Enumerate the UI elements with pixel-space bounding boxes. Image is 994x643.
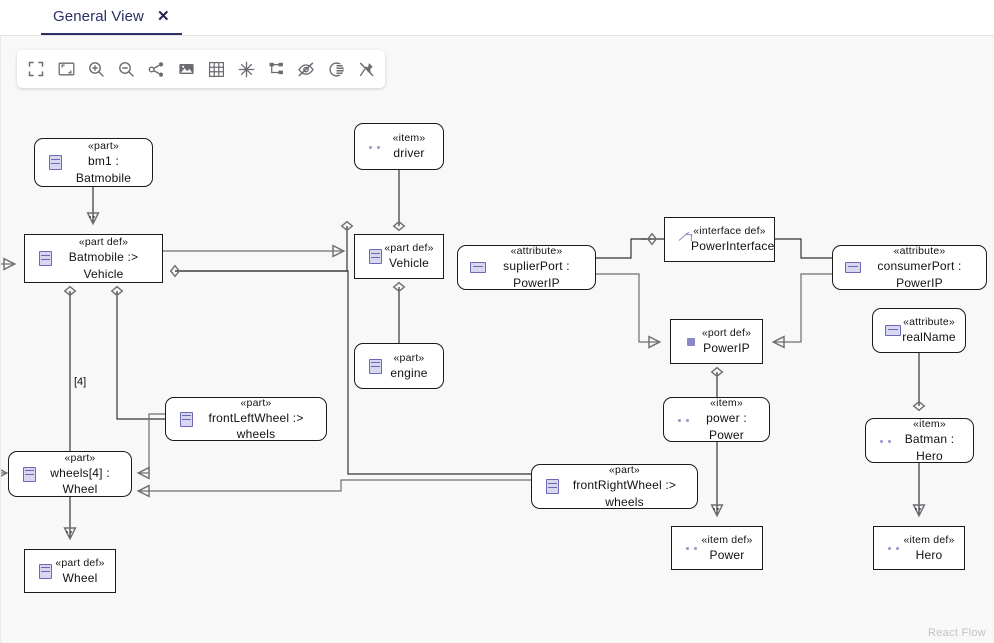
node-engine[interactable]: «part» engine xyxy=(354,343,444,389)
node-name: Batman : Hero xyxy=(904,432,955,463)
node-stereotype: «interface def» xyxy=(693,225,766,238)
attribute-icon xyxy=(885,323,901,339)
node-name: PowerIP xyxy=(703,341,750,356)
edge-label-wheels-multiplicity: [4] xyxy=(74,376,87,388)
node-realname[interactable]: «attribute» realName xyxy=(872,308,966,353)
part-icon xyxy=(21,466,37,482)
zoom-out-icon[interactable] xyxy=(111,54,141,84)
node-stereotype: «part» xyxy=(64,451,96,464)
item-icon xyxy=(878,433,894,449)
node-front-right-wheel[interactable]: «part» frontRightWheel :> wheels xyxy=(531,464,698,509)
node-stereotype: «attribute» xyxy=(893,245,946,258)
layout-tree-icon[interactable] xyxy=(261,54,291,84)
node-name: Wheel xyxy=(62,570,98,585)
share-icon[interactable] xyxy=(141,54,171,84)
node-wheel-def[interactable]: «part def» Wheel xyxy=(24,549,116,593)
attribute-icon xyxy=(470,260,486,276)
close-icon[interactable]: ✕ xyxy=(156,8,170,25)
node-stereotype: «attribute» xyxy=(903,316,955,329)
node-wheels[interactable]: «part» wheels[4] : Wheel xyxy=(8,451,132,497)
item-icon xyxy=(684,540,700,556)
part-icon xyxy=(47,155,63,171)
diagram-edges xyxy=(1,170,926,541)
node-name: frontRightWheel :> wheels xyxy=(572,478,677,509)
item-icon xyxy=(886,540,902,556)
snap-icon[interactable] xyxy=(231,54,261,84)
node-batman[interactable]: «item» Batman : Hero xyxy=(865,418,974,463)
eye-off-icon[interactable] xyxy=(291,54,321,84)
node-bm1[interactable]: «part» bm1 : Batmobile xyxy=(34,138,153,187)
tab-label: General View xyxy=(53,8,144,25)
node-name: consumerPort : PowerIP xyxy=(877,259,962,290)
node-stereotype: «part» xyxy=(609,464,640,477)
attribute-icon xyxy=(845,260,861,276)
item-icon xyxy=(676,412,692,428)
node-stereotype: «port def» xyxy=(701,327,752,340)
node-vehicle-def[interactable]: «part def» Vehicle xyxy=(354,234,444,279)
node-stereotype: «item def» xyxy=(701,533,753,546)
node-name: Batmobile :> Vehicle xyxy=(68,250,139,281)
node-name: Vehicle xyxy=(388,256,430,271)
item-icon xyxy=(367,139,383,155)
node-powerip-port-def[interactable]: «port def» PowerIP xyxy=(670,319,763,364)
fullscreen-icon[interactable] xyxy=(21,54,51,84)
port-icon xyxy=(683,334,699,350)
node-stereotype: «part» xyxy=(240,396,272,409)
grid-icon[interactable] xyxy=(201,54,231,84)
node-name: frontLeftWheel :> wheels xyxy=(208,410,304,442)
node-name: suplierPort : PowerIP xyxy=(503,259,570,290)
node-name: power : Power xyxy=(706,411,747,442)
node-power-item-def[interactable]: «item def» Power xyxy=(671,526,763,570)
fit-view-icon[interactable] xyxy=(51,54,81,84)
node-power-item[interactable]: «item» power : Power xyxy=(663,397,770,442)
node-stereotype: «item» xyxy=(392,132,426,145)
part-icon xyxy=(367,249,383,265)
node-stereotype: «part def» xyxy=(55,556,105,569)
node-front-left-wheel[interactable]: «part» frontLeftWheel :> wheels xyxy=(165,397,327,441)
node-stereotype: «item» xyxy=(710,397,743,410)
react-flow-watermark: React Flow xyxy=(927,627,986,639)
node-name: driver xyxy=(393,146,425,161)
node-name: Power xyxy=(709,547,745,562)
node-stereotype: «item def» xyxy=(903,533,955,546)
node-hero-item-def[interactable]: «item def» Hero xyxy=(873,526,965,570)
node-stereotype: «item» xyxy=(913,418,946,431)
node-stereotype: «part def» xyxy=(78,236,129,249)
node-power-interface[interactable]: «interface def» PowerInterface xyxy=(664,217,775,262)
node-driver[interactable]: «item» driver xyxy=(354,123,444,170)
part-icon xyxy=(37,251,53,267)
node-name: realName xyxy=(902,330,956,345)
contrast-icon[interactable] xyxy=(321,54,351,84)
part-icon xyxy=(544,479,560,495)
part-icon xyxy=(37,563,53,579)
node-name: engine xyxy=(390,365,428,380)
tab-bar: General View ✕ xyxy=(0,0,994,36)
node-name: Hero xyxy=(915,547,943,562)
diagram-canvas[interactable]: [4] «part» bm1 : Batmobile «part def» Ba… xyxy=(0,36,994,643)
pin-off-icon[interactable] xyxy=(351,54,381,84)
interface-icon xyxy=(677,232,693,248)
image-icon[interactable] xyxy=(171,54,201,84)
node-name: PowerInterface xyxy=(691,239,775,254)
node-stereotype: «part» xyxy=(393,351,425,364)
node-suplier-port[interactable]: «attribute» suplierPort : PowerIP xyxy=(457,245,596,290)
node-batmobile-def[interactable]: «part def» Batmobile :> Vehicle xyxy=(24,234,163,283)
node-name: bm1 : Batmobile xyxy=(75,154,132,185)
node-stereotype: «part» xyxy=(88,140,119,153)
part-icon xyxy=(367,358,383,374)
node-name: wheels[4] : Wheel xyxy=(50,465,110,497)
tab-general-view[interactable]: General View ✕ xyxy=(41,0,182,35)
node-stereotype: «part def» xyxy=(384,242,434,255)
zoom-in-icon[interactable] xyxy=(81,54,111,84)
node-consumer-port[interactable]: «attribute» consumerPort : PowerIP xyxy=(832,245,987,290)
diagram-toolbar xyxy=(17,50,385,88)
part-icon xyxy=(178,411,194,427)
node-stereotype: «attribute» xyxy=(510,245,563,258)
